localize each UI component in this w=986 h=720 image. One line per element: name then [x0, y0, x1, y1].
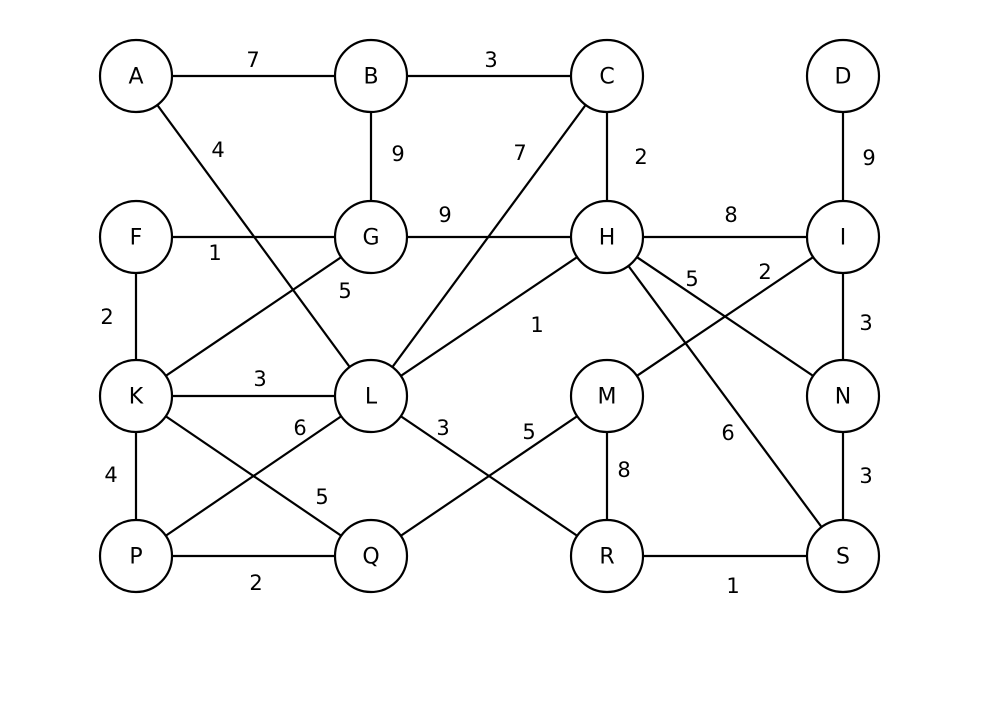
- edge-weight-g-h: 9: [438, 203, 451, 227]
- node-label-c: C: [599, 65, 614, 90]
- node-label-n: N: [835, 385, 851, 410]
- edge-weight-p-q: 2: [249, 571, 262, 595]
- node-circle-f: [98, 199, 174, 275]
- edge-weight-f-g: 1: [208, 241, 221, 265]
- edge-weights-layer: 7 4 3 9 2 7 9 1 2 9 5 8 1 5 6 2 3 3 4 5 6 3 5 8 3 2 1: [100, 48, 875, 598]
- node-k: K: [98, 358, 174, 434]
- edge-weight-g-k: 5: [338, 279, 351, 303]
- node-n: N: [805, 358, 881, 434]
- edge-weight-l-r: 3: [436, 416, 449, 440]
- node-label-d: D: [835, 65, 852, 90]
- node-label-l: L: [365, 385, 378, 410]
- edge-weight-h-l: 1: [530, 313, 543, 337]
- edge-weight-c-l: 7: [513, 141, 526, 165]
- node-label-i: I: [840, 226, 847, 251]
- edge-i-m: [606, 236, 844, 397]
- node-label-f: F: [130, 226, 143, 251]
- edge-weight-k-p: 4: [104, 463, 117, 487]
- node-s: S: [805, 518, 881, 594]
- edge-weight-a-l: 4: [211, 138, 224, 162]
- edge-weight-i-n: 3: [859, 311, 872, 335]
- node-h: H: [569, 199, 645, 275]
- node-label-q: Q: [362, 545, 379, 570]
- edge-g-k: [135, 236, 372, 397]
- node-circle-q: [333, 518, 409, 594]
- edge-weight-r-s: 1: [726, 574, 739, 598]
- node-circle-r: [569, 518, 645, 594]
- edge-weight-h-s: 6: [721, 421, 734, 445]
- edge-weight-m-r: 8: [617, 458, 630, 482]
- node-label-m: M: [598, 385, 617, 410]
- edge-weight-i-m: 2: [758, 260, 771, 284]
- node-b: B: [333, 38, 409, 114]
- node-circle-p: [98, 518, 174, 594]
- edge-weight-d-i: 9: [862, 146, 875, 170]
- edge-l-p: [135, 395, 372, 557]
- edge-weight-l-p: 6: [293, 416, 306, 440]
- edge-weight-k-q: 5: [315, 485, 328, 509]
- node-c: C: [569, 38, 645, 114]
- node-label-h: H: [599, 226, 616, 251]
- node-label-r: R: [599, 545, 614, 570]
- node-label-g: G: [362, 226, 379, 251]
- node-circle-a: [98, 38, 174, 114]
- edge-weight-a-b: 7: [246, 48, 259, 72]
- node-circle-n: [805, 358, 881, 434]
- edge-weight-k-l: 3: [253, 367, 266, 391]
- node-f: F: [98, 199, 174, 275]
- edge-weight-c-h: 2: [634, 145, 647, 169]
- node-q: Q: [333, 518, 409, 594]
- edge-m-q: [370, 395, 608, 557]
- node-circle-i: [805, 199, 881, 275]
- node-m: M: [569, 358, 645, 434]
- node-label-p: P: [129, 545, 142, 570]
- node-l: L: [333, 358, 409, 434]
- edge-h-s: [606, 236, 844, 557]
- node-label-b: B: [363, 65, 378, 90]
- nodes-layer: A B C D F G H I K L M N P Q R S: [98, 38, 881, 594]
- node-circle-h: [569, 199, 645, 275]
- edge-weight-h-n: 5: [685, 267, 698, 291]
- edge-h-l: [370, 236, 608, 397]
- edge-weight-m-q: 5: [522, 420, 535, 444]
- node-circle-c: [569, 38, 645, 114]
- node-circle-s: [805, 518, 881, 594]
- edge-weight-b-c: 3: [484, 48, 497, 72]
- node-label-k: K: [129, 385, 144, 410]
- node-circle-k: [98, 358, 174, 434]
- edge-weight-n-s: 3: [859, 464, 872, 488]
- node-circle-b: [333, 38, 409, 114]
- node-p: P: [98, 518, 174, 594]
- node-label-a: A: [128, 65, 143, 90]
- node-circle-l: [333, 358, 409, 434]
- node-label-s: S: [836, 545, 850, 570]
- edges-layer: [134, 74, 845, 558]
- node-circle-m: [569, 358, 645, 434]
- node-i: I: [805, 199, 881, 275]
- edge-weight-b-g: 9: [391, 142, 404, 166]
- node-d: D: [805, 38, 881, 114]
- node-g: G: [333, 199, 409, 275]
- node-circle-d: [805, 38, 881, 114]
- edge-weight-h-i: 8: [724, 203, 737, 227]
- edge-weight-f-k: 2: [100, 305, 113, 329]
- node-circle-g: [333, 199, 409, 275]
- node-a: A: [98, 38, 174, 114]
- node-r: R: [569, 518, 645, 594]
